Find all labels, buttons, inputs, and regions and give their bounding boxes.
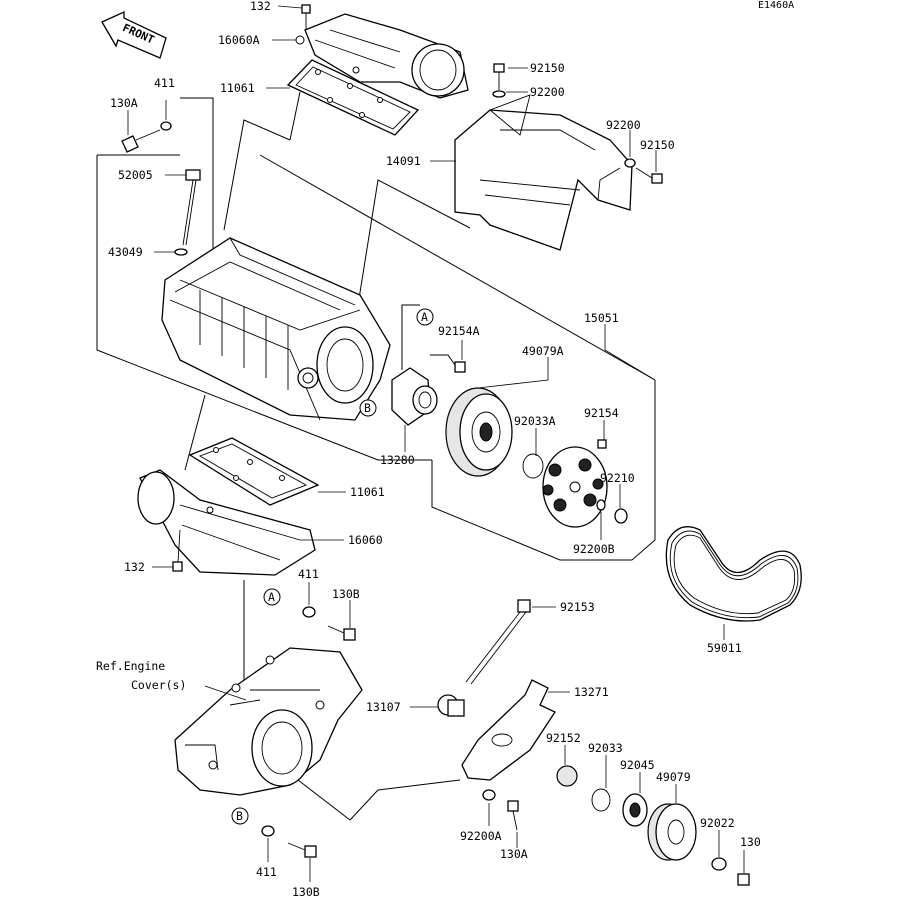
label-411-bottom: 411: [256, 865, 277, 879]
bracket-13271: [461, 679, 556, 781]
intake-duct-bottom: [137, 469, 316, 576]
label-411-top: 411: [154, 76, 175, 90]
engine-cover-ref: [174, 647, 363, 796]
label-92200-right: 92200: [606, 118, 641, 132]
label-92150-top: 92150: [530, 61, 565, 75]
label-15051: 15051: [584, 311, 619, 325]
bearing-92045: [622, 793, 648, 827]
washer-92200b: [596, 499, 606, 511]
washer-411-bottom: [261, 825, 275, 837]
label-130a-top: 130A: [110, 96, 138, 110]
dipstick-52005: [182, 169, 201, 246]
label-130: 130: [740, 835, 761, 849]
label-43049: 43049: [108, 245, 143, 259]
leader-lines: [127, 5, 745, 882]
marker-a-bottom: A: [263, 588, 281, 606]
label-92154: 92154: [584, 406, 619, 420]
circlip-92033a: [522, 453, 544, 479]
washer-92200-right: [624, 158, 636, 168]
label-11061-top: 11061: [220, 81, 255, 95]
washer-411-mid: [302, 606, 316, 618]
label-130a-bottom: 130A: [500, 847, 528, 861]
label-130b-mid: 130B: [332, 587, 360, 601]
supercharger-housing: [161, 237, 391, 421]
gasket-11061-bottom: [188, 437, 320, 506]
marker-b-top: B: [359, 399, 377, 417]
label-49079a: 49079A: [522, 344, 564, 358]
label-132-bottom: 132: [124, 560, 145, 574]
label-92154a: 92154A: [438, 324, 480, 338]
bolt-92150-top: [493, 63, 505, 90]
washer-411-top: [160, 121, 172, 131]
label-92210: 92210: [600, 471, 635, 485]
bolt-130-bottom: [737, 873, 750, 886]
diagram-code: E1460A: [758, 0, 794, 11]
bolt-130b-bottom: [287, 842, 317, 858]
bolt-130b-mid: [327, 625, 356, 641]
marker-b-top-label: B: [364, 401, 371, 415]
label-92045: 92045: [620, 758, 655, 772]
bolt-132-bottom: [172, 529, 183, 572]
front-arrow-icon: FRONT: [101, 10, 167, 59]
label-16060: 16060: [348, 533, 383, 547]
bolt-92150-right: [635, 167, 663, 184]
ref-engine-line2: Cover(s): [131, 678, 186, 692]
pulley-49079a: [445, 387, 513, 477]
marker-b-bottom-label: B: [236, 809, 243, 823]
label-92200-top: 92200: [530, 85, 565, 99]
label-13107: 13107: [366, 700, 401, 714]
circlip-92033: [591, 788, 611, 812]
label-132-top: 132: [250, 0, 271, 13]
label-92200a: 92200A: [460, 829, 502, 843]
idler-pulley-49079: [647, 803, 697, 861]
label-92022: 92022: [700, 816, 735, 830]
label-49079: 49079: [656, 770, 691, 784]
gasket-11061-top: [286, 59, 420, 136]
belt-cover-14091: [454, 94, 633, 251]
nut-92210: [614, 508, 628, 524]
label-11061-bottom: 11061: [350, 485, 385, 499]
washer-92022: [711, 857, 727, 871]
label-59011: 59011: [707, 641, 742, 655]
washer-92200-top: [492, 90, 506, 98]
label-92152: 92152: [546, 731, 581, 745]
bolt-92154a: [454, 361, 466, 373]
marker-a-bottom-label: A: [268, 590, 275, 604]
marker-a-top: A: [416, 308, 434, 326]
ref-engine-line1: Ref.Engine: [96, 659, 165, 673]
bolt-130a-top: [121, 129, 161, 153]
drive-belt-59011: [665, 526, 802, 622]
bearing-housing-13280: [391, 367, 438, 426]
idler-13107: [437, 694, 465, 717]
label-92033: 92033: [588, 741, 623, 755]
marker-b-bottom: B: [231, 807, 249, 825]
o-ring-43049: [174, 248, 188, 256]
intake-duct-top: [295, 13, 469, 99]
bearing-92152: [556, 765, 578, 787]
washer-92200a: [482, 789, 496, 801]
label-92200b: 92200B: [573, 542, 615, 556]
label-14091: 14091: [386, 154, 421, 168]
label-411-mid: 411: [298, 567, 319, 581]
bolt-92153: [465, 599, 531, 685]
label-16060a: 16060A: [218, 33, 260, 47]
bolt-130a-bottom: [507, 800, 519, 831]
label-13280: 13280: [380, 453, 415, 467]
label-13271: 13271: [574, 685, 609, 699]
label-52005: 52005: [118, 168, 153, 182]
label-130b-bottom: 130B: [292, 885, 320, 899]
bolt-132-top: [301, 4, 311, 30]
label-92150-right: 92150: [640, 138, 675, 152]
label-92033a: 92033A: [514, 414, 556, 428]
coupler-hub: [542, 446, 608, 528]
marker-a-top-label: A: [421, 310, 428, 324]
label-92153: 92153: [560, 600, 595, 614]
bolt-92154: [597, 439, 607, 449]
